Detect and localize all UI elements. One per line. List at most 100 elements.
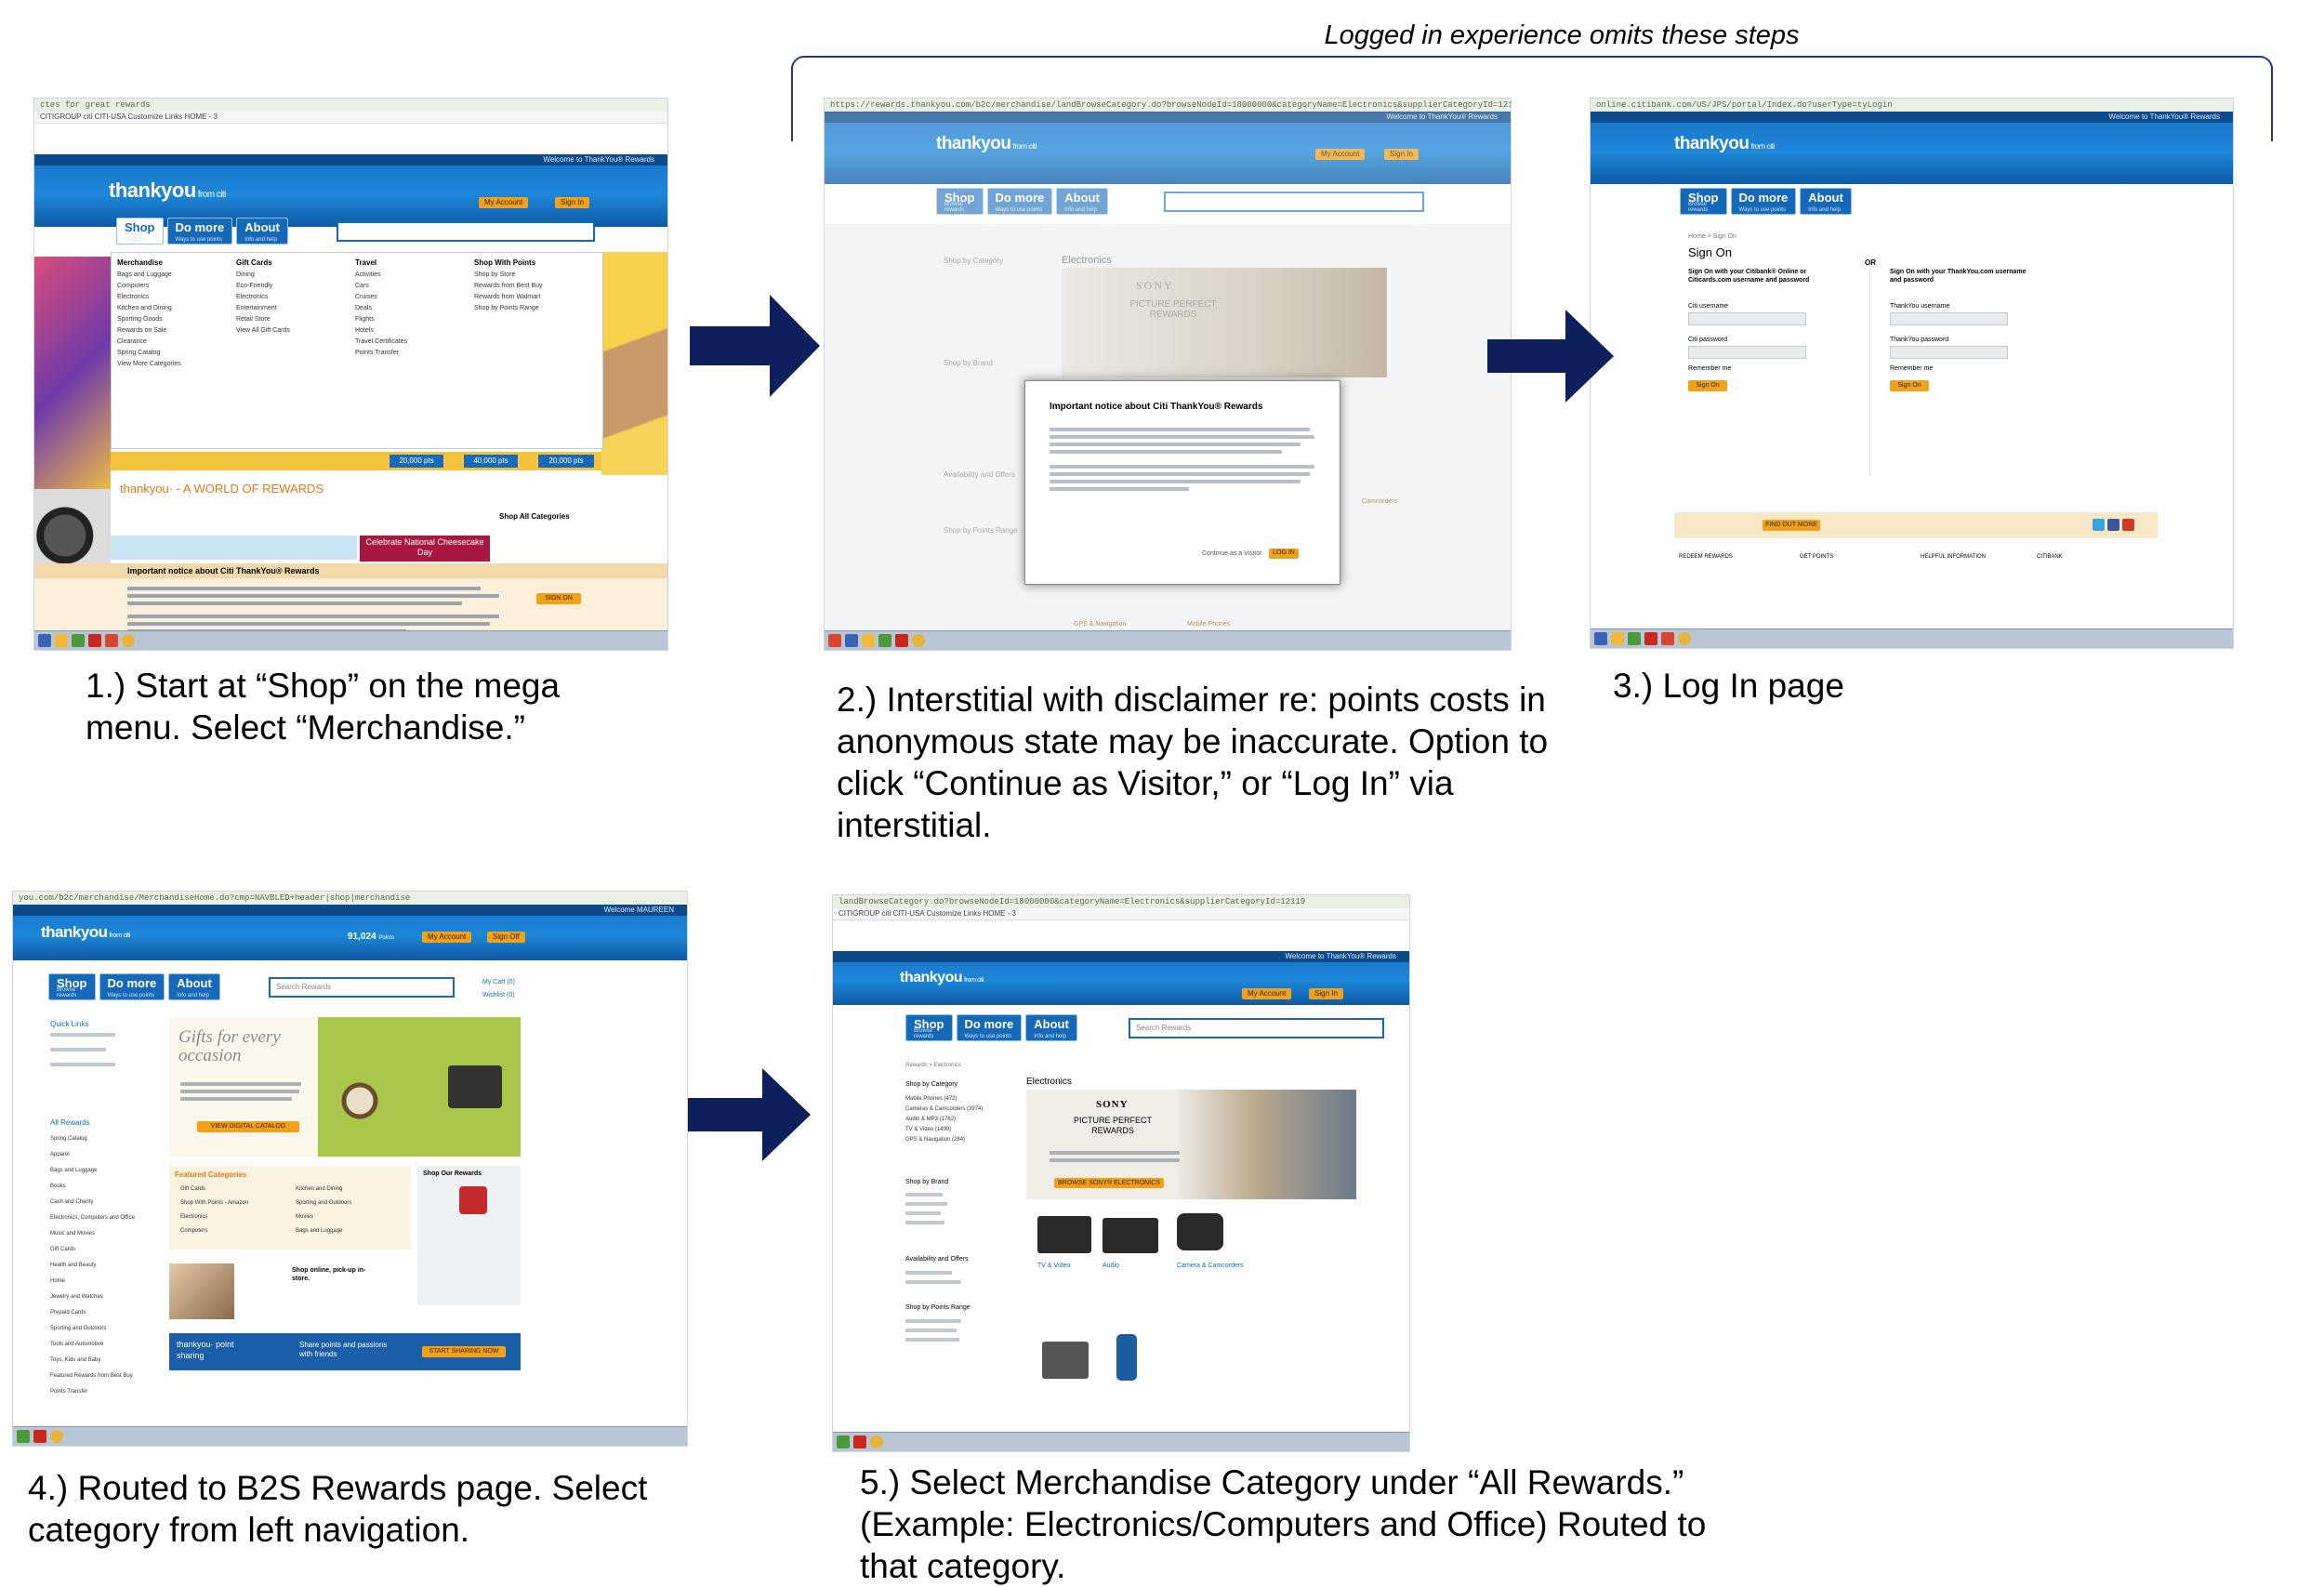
phone-image[interactable] — [1116, 1334, 1137, 1381]
my-account-button[interactable]: My Account — [1242, 988, 1292, 999]
all-rewards-item[interactable]: Toys, Kids and Baby — [50, 1357, 101, 1363]
search-input[interactable] — [337, 221, 595, 242]
search-input[interactable]: Search Rewards — [1129, 1018, 1384, 1038]
audio-image[interactable] — [1103, 1218, 1158, 1253]
all-rewards-item[interactable]: Gift Cards — [50, 1247, 76, 1252]
featured-category-item[interactable]: Electronics — [180, 1214, 208, 1220]
sign-off-button[interactable]: Sign Off — [487, 932, 525, 943]
category-item[interactable]: GPS & Navigation (284) — [905, 1137, 966, 1143]
my-account-button[interactable]: My Account — [479, 197, 529, 208]
featured-category-item[interactable]: Shop With Points - Amazon — [180, 1200, 249, 1206]
mega-menu-item[interactable]: Activities — [355, 271, 381, 278]
sign-in-button[interactable]: Sign In — [1384, 149, 1419, 160]
mega-menu-item[interactable]: Electronics — [117, 294, 150, 300]
mega-menu-item[interactable]: View All Gift Cards — [236, 327, 290, 334]
category-item[interactable]: Mobile Phones (472) — [905, 1096, 957, 1102]
mega-menu-item[interactable]: Shop by Points Range — [474, 305, 539, 311]
all-rewards-item[interactable]: Music and Movies — [50, 1231, 96, 1237]
mega-menu-item[interactable]: Travel Certificates — [355, 338, 408, 345]
mega-menu-heading[interactable]: Merchandise — [117, 258, 163, 267]
twitter-icon[interactable] — [2093, 519, 2105, 531]
mega-menu-item[interactable]: Spring Catalog — [117, 350, 161, 356]
browse-sony-button[interactable]: BROWSE SONY® ELECTRONICS — [1054, 1178, 1164, 1188]
all-rewards-item[interactable]: Jewelry and Watches — [50, 1294, 103, 1300]
featured-category-item[interactable]: Gift Cards — [180, 1186, 206, 1192]
my-account-button[interactable]: My Account — [422, 932, 472, 943]
ty-remember-checkbox[interactable]: Remember me — [1890, 365, 1934, 372]
mega-menu-item[interactable]: Entertainment — [236, 305, 277, 311]
wishlist-link[interactable]: Wishlist (0) — [482, 992, 515, 998]
tile-label[interactable]: GPS & Navigation — [1074, 621, 1127, 628]
product-label[interactable]: TV & Video — [1037, 1263, 1071, 1269]
mega-menu-item[interactable]: Hotels — [355, 327, 374, 334]
mega-menu-item[interactable]: Cars — [355, 283, 369, 289]
mega-menu-item[interactable]: Clearance — [117, 338, 147, 345]
gps-image[interactable] — [1042, 1342, 1089, 1379]
featured-category-item[interactable]: Sporting and Outdoors — [296, 1200, 352, 1206]
mega-menu-item[interactable]: Flights — [355, 316, 375, 323]
promo-banner[interactable]: Celebrate National Cheesecake Day — [360, 536, 490, 562]
mega-menu-item[interactable]: Retail Store — [236, 316, 271, 323]
mega-menu-item[interactable]: Eco-Friendly — [236, 283, 273, 289]
mega-menu-item[interactable]: Rewards on Sale — [117, 327, 167, 334]
citi-password-field[interactable] — [1688, 346, 1806, 359]
find-out-more-button[interactable]: FIND OUT MORE — [1763, 520, 1820, 531]
sign-in-button[interactable]: Sign In — [555, 197, 589, 208]
all-rewards-item[interactable]: Electronics, Computers and Office — [50, 1215, 135, 1221]
view-digital-catalog-button[interactable]: VIEW DIGITAL CATALOG — [197, 1121, 299, 1132]
sign-in-button[interactable]: Sign In — [1309, 988, 1343, 999]
citi-username-field[interactable] — [1688, 312, 1806, 325]
mega-menu-item[interactable]: Dining — [236, 271, 255, 278]
citi-sign-on-button[interactable]: Sign On — [1688, 380, 1727, 391]
continue-as-visitor-link[interactable]: Continue as a Visitor — [1202, 550, 1262, 557]
citi-remember-checkbox[interactable]: Remember me — [1688, 365, 1732, 372]
search-input[interactable] — [1164, 192, 1424, 212]
all-rewards-item[interactable]: Health and Beauty — [50, 1263, 97, 1268]
facebook-icon[interactable] — [2107, 519, 2119, 531]
search-input[interactable]: Search Rewards — [269, 977, 455, 998]
category-item[interactable]: TV & Video (1499) — [905, 1127, 952, 1132]
points-tile[interactable]: 40,000 pts — [464, 455, 518, 468]
tile-label[interactable]: Camcorders — [1362, 498, 1398, 505]
mega-menu-item[interactable]: Bags and Luggage — [117, 271, 172, 278]
featured-category-item[interactable]: Kitchen and Dining — [296, 1186, 343, 1192]
mega-menu-heading[interactable]: Travel — [355, 258, 377, 267]
mega-menu-item[interactable]: Points Transfer — [355, 350, 400, 356]
all-rewards-item[interactable]: Home — [50, 1278, 66, 1284]
featured-category-item[interactable]: Movies — [296, 1214, 314, 1220]
tile-label[interactable]: Mobile Phones — [1187, 621, 1231, 628]
mega-menu-heading[interactable]: Shop With Points — [474, 258, 536, 267]
mega-menu-item[interactable]: Sporting Goods — [117, 316, 163, 323]
points-tile[interactable]: 20,000 pts — [538, 455, 594, 468]
all-rewards-item[interactable]: Spring Catalog — [50, 1136, 87, 1142]
mega-menu-item[interactable]: Deals — [355, 305, 372, 311]
all-rewards-item[interactable]: Prepaid Cards — [50, 1310, 86, 1316]
featured-category-item[interactable]: Computers — [180, 1228, 208, 1234]
ty-password-field[interactable] — [1890, 346, 2008, 359]
mega-menu-item[interactable]: Computers — [117, 283, 150, 289]
mega-menu-item[interactable]: View More Categories — [117, 361, 181, 367]
all-rewards-item[interactable]: Bags and Luggage — [50, 1168, 98, 1173]
points-tile[interactable]: 20,000 pts — [390, 455, 443, 468]
all-rewards-item[interactable]: Sporting and Outdoors — [50, 1326, 107, 1331]
my-account-button[interactable]: My Account — [1315, 149, 1366, 160]
shop-all-link[interactable]: Shop All Categories — [499, 512, 570, 521]
mega-menu-heading[interactable]: Gift Cards — [236, 258, 272, 267]
all-rewards-item[interactable]: Featured Rewards from Best Buy — [50, 1373, 133, 1379]
cart-link[interactable]: My Cart (0) — [482, 979, 515, 985]
mega-menu-item[interactable]: Rewards from Walmart — [474, 294, 541, 300]
